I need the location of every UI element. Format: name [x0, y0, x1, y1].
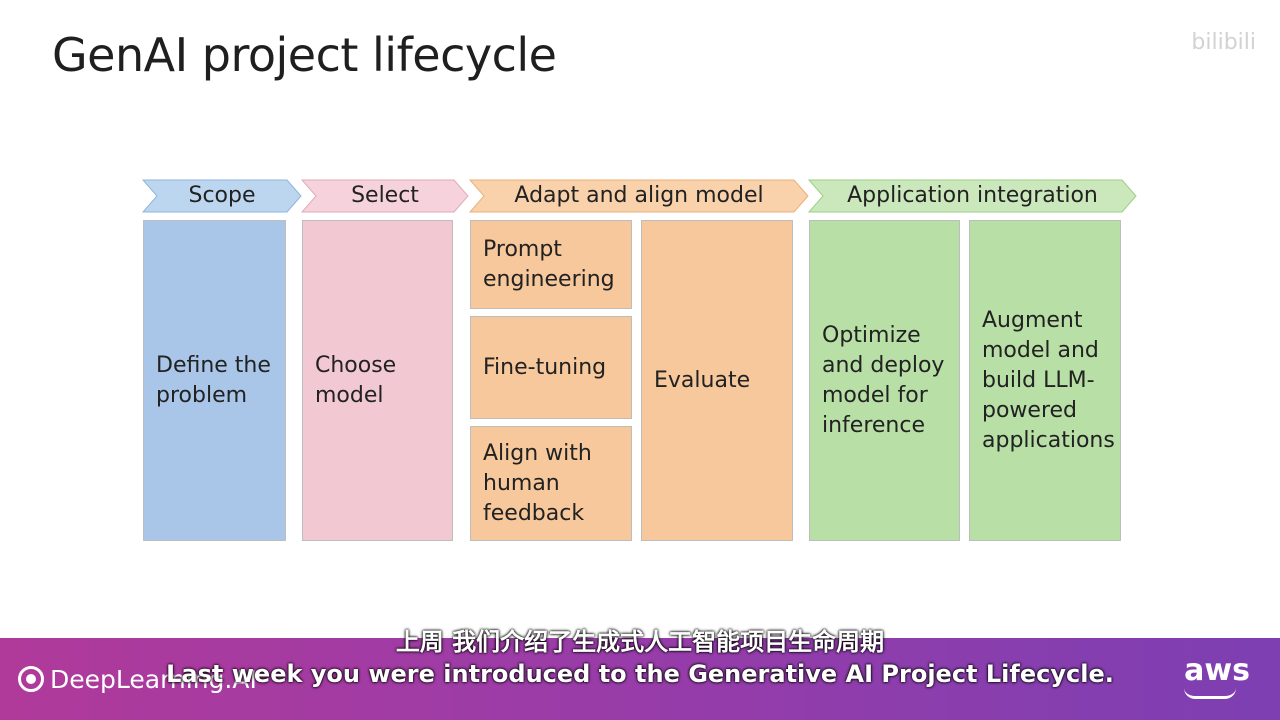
chevron-scope [141, 179, 302, 213]
box-augment-model: Augment model and build LLM- powered app… [969, 220, 1121, 541]
stage-label-adapt: Adapt and align model [514, 183, 764, 208]
slide-title: GenAI project lifecycle [52, 28, 557, 82]
box-optimize-deploy-text: Optimize and deploy model for inference [822, 322, 945, 438]
stage-label-select: Select [351, 183, 419, 208]
subtitle-english: Last week you were introduced to the Gen… [166, 660, 1114, 688]
stage-label-scope: Scope [188, 183, 256, 208]
box-define-problem-text: Define the problem [156, 352, 271, 408]
box-augment-model-text: Augment model and build LLM- powered app… [982, 307, 1115, 453]
deeplearning-logo-icon [18, 666, 44, 692]
aws-logo-text: aws [1184, 653, 1250, 688]
bottom-banner [0, 638, 1280, 720]
box-fine-tuning: Fine-tuning [470, 316, 632, 419]
deeplearning-logo: DeepLearning.AI [18, 664, 257, 694]
box-prompt-engineering-text: Prompt engineering [483, 236, 615, 292]
subtitle-chinese: 上周 我们介绍了生成式人工智能项目生命周期 [395, 628, 885, 656]
bilibili-watermark: bilibili [1191, 30, 1256, 55]
chevron-application [807, 179, 1137, 213]
stage-label-application: Application integration [847, 183, 1098, 208]
box-align-human-feedback: Align with human feedback [470, 426, 632, 541]
box-evaluate-text: Evaluate [654, 367, 751, 393]
box-evaluate: Evaluate [641, 220, 793, 541]
aws-smile-icon [1184, 688, 1237, 699]
box-choose-model-text: Choose model [315, 352, 397, 408]
aws-logo: aws [1184, 656, 1250, 699]
box-define-problem: Define the problem [143, 220, 286, 541]
box-choose-model: Choose model [302, 220, 453, 541]
chevron-adapt [468, 179, 809, 213]
box-prompt-engineering: Prompt engineering [470, 220, 632, 309]
box-align-human-feedback-text: Align with human feedback [483, 440, 592, 526]
deeplearning-logo-text: DeepLearning.AI [50, 664, 257, 694]
box-optimize-deploy: Optimize and deploy model for inference [809, 220, 960, 541]
box-fine-tuning-text: Fine-tuning [483, 354, 607, 380]
chevron-select [300, 179, 469, 213]
